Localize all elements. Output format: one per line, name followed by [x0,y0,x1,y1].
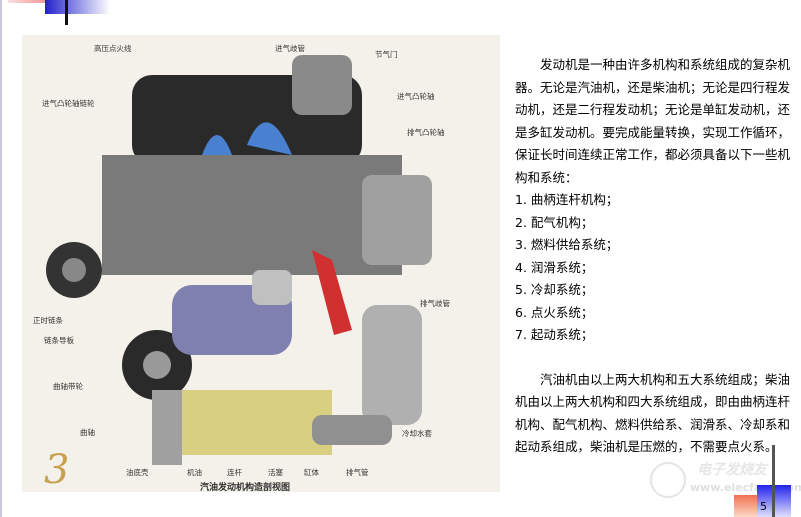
watermark-name: 电子发烧友 [697,462,767,478]
label-intake-camshaft: 进气凸轮轴 [397,92,435,101]
list-item: 6. 点火系统； [515,304,594,320]
list-item: 5. 冷却系统； [515,282,594,297]
label-exhaust-pipe: 排气管 [346,468,369,477]
paragraph-intro: 发动机是一种由许多机构和系统组成的复杂机器。无论是汽油机，还是柴油机；无论是四行… [515,57,791,185]
label-chain-guide: 链条导板 [44,336,74,345]
watermark-logo-icon [650,462,686,498]
list-item: 3. 燃料供给系统； [515,237,619,252]
label-water-jacket: 冷却水套 [402,429,432,438]
label-throttle: 节气门 [375,50,398,59]
left-border [0,0,2,517]
decoration-pink-bar [8,0,58,3]
list-item: 7. 起动系统； [515,327,594,342]
label-connecting-rod: 连杆 [227,468,242,477]
list-item: 4. 润滑系统； [515,259,594,275]
label-exhaust-manifold: 排气歧管 [420,299,450,308]
engine-cutaway-figure: 高压点火线 进气歧管 节气门 进气凸轮轴链轮 进气凸轮轴 排气凸轮轴 正时链条 … [22,35,500,493]
decoration-vertical-line [65,0,68,25]
page-number: 5 [760,500,767,513]
label-piston: 活塞 [268,468,283,477]
label-oil-pan: 油底壳 [126,468,149,477]
label-crankshaft: 曲轴 [80,428,95,437]
label-cylinder-block: 缸体 [304,468,319,477]
engine-illustration [46,55,432,465]
label-intake-manifold: 进气歧管 [275,44,305,53]
figure-caption: 汽油发动机构造剖视图 [200,483,291,493]
label-oil: 机油 [187,468,202,477]
decoration-vertical-line-bottom [772,445,775,517]
label-exhaust-camshaft: 排气凸轮轴 [407,128,445,137]
decoration-blue-bar [45,0,110,14]
label-crank-pulley: 曲轴带轮 [53,382,83,391]
list-item: 1. 曲柄连杆机构； [515,192,619,207]
systems-list: 1. 曲柄连杆机构； 2. 配气机构； 3. 燃料供给系统； 4. 润滑系统； … [515,189,795,347]
decoration-red-block [734,495,758,517]
label-timing-chain: 正时链条 [33,316,63,325]
label-intake-cam-sprocket: 进气凸轮轴链轮 [42,99,95,108]
paragraph-summary: 汽油机由以上两大机构和五大系统组成；柴油机由以上两大机构和四大系统组成，即由曲柄… [515,371,791,455]
label-ignition-wire: 高压点火线 [94,44,132,53]
list-item: 2. 配气机构； [515,214,594,230]
body-text: 发动机是一种由许多机构和系统组成的复杂机器。无论是汽油机，还是柴油机；无论是四行… [515,54,795,459]
figure-number: 3 [44,447,70,493]
